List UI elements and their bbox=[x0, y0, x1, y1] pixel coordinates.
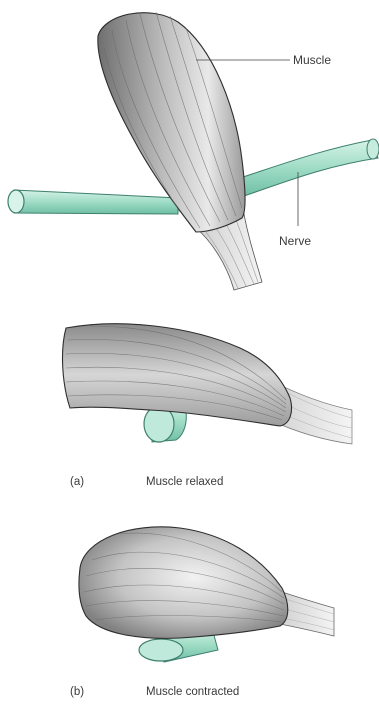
panel-b-contracted: (b) Muscle contracted bbox=[70, 527, 334, 698]
top-figure: Muscle Nerve bbox=[8, 12, 379, 290]
panel-b-letter: (b) bbox=[70, 686, 84, 698]
muscle-label: Muscle bbox=[293, 53, 331, 67]
panel-a-caption: Muscle relaxed bbox=[146, 476, 223, 488]
nerve-label: Nerve bbox=[279, 234, 311, 248]
relaxed-muscle bbox=[63, 324, 292, 426]
panel-a-letter: (a) bbox=[70, 476, 84, 488]
panel-b-caption: Muscle contracted bbox=[146, 686, 239, 698]
panel-a-relaxed: (a) Muscle relaxed bbox=[63, 324, 352, 488]
nerve-left-end bbox=[8, 190, 24, 213]
contracted-muscle bbox=[79, 527, 288, 639]
